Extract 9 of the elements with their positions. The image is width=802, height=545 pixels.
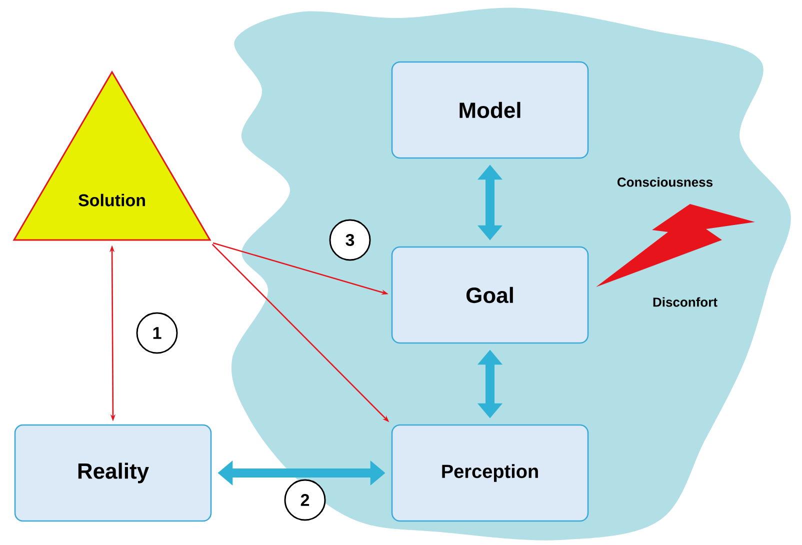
text-label: Disconfort <box>653 297 718 307</box>
text-label: Consciousness <box>618 177 713 187</box>
callout-number: 2 <box>284 479 326 521</box>
process-box: Model <box>391 61 589 159</box>
callout-number: 1 <box>136 312 178 354</box>
process-box: Perception <box>391 424 589 522</box>
process-box: Goal <box>391 246 589 344</box>
callout-number: 3 <box>329 219 371 261</box>
process-box: Reality <box>14 424 212 522</box>
